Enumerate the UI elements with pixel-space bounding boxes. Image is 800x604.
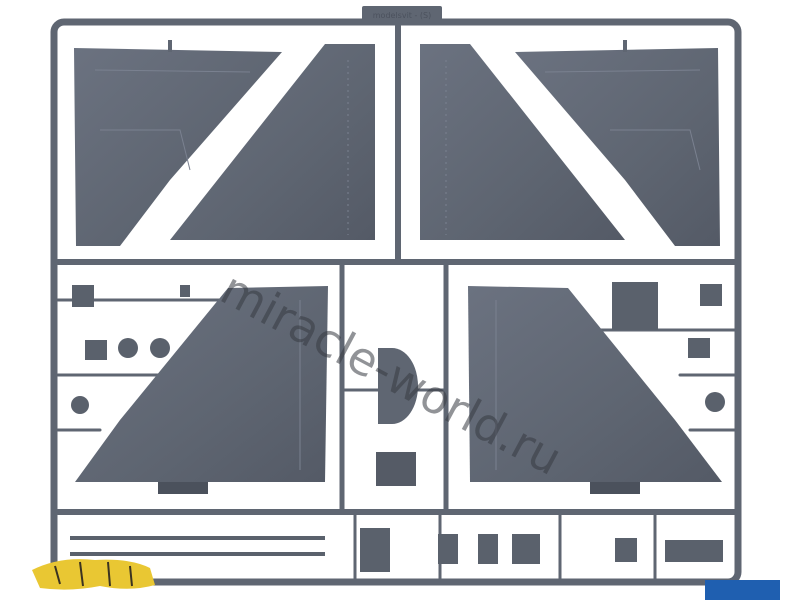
small-parts-right bbox=[612, 282, 725, 412]
stabilizer-part-lower-left bbox=[75, 286, 328, 494]
tiger-logo bbox=[32, 559, 155, 590]
stabilizer-part-lower-right bbox=[468, 286, 722, 494]
small-parts-left bbox=[71, 285, 190, 414]
fin-part-upper-center-left bbox=[170, 44, 375, 240]
small-parts-bottom bbox=[70, 528, 723, 572]
fin-part-upper-center-right bbox=[420, 44, 625, 240]
sprue-code-tab bbox=[362, 6, 442, 22]
sprue-code-text: modelsvit - (S) bbox=[372, 11, 432, 20]
blue-corner-mark bbox=[705, 580, 780, 600]
fin-part-upper-right bbox=[515, 40, 720, 246]
small-part-center bbox=[376, 348, 418, 486]
fin-part-upper-left bbox=[74, 40, 282, 246]
